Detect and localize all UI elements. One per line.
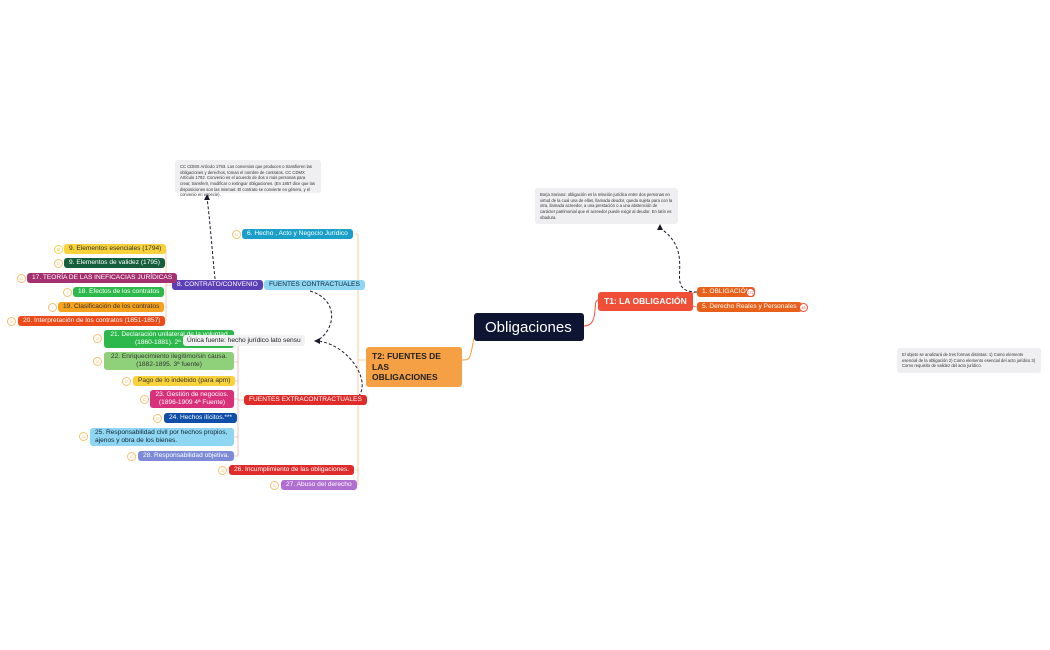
fuentes-extracontractuales-label: FUENTES EXTRACONTRACTUALES — [249, 396, 362, 403]
link-fe-trunk — [237, 337, 244, 456]
abuso-badge: 20 — [270, 481, 279, 490]
contrato-child-badge: 7 — [48, 303, 57, 312]
link-root-t2 — [461, 337, 475, 361]
t1-derechos-node[interactable]: 5. Derecho Reales y Personales — [697, 302, 802, 313]
contrato-child-badge: 15 — [54, 259, 63, 268]
link-contrato-note — [206, 197, 216, 280]
link-root-t1 — [583, 299, 599, 327]
root-label: Obligaciones — [485, 319, 572, 336]
fuentes-extracontractuales-node[interactable]: FUENTES EXTRACONTRACTUALES — [244, 395, 367, 406]
contrato-note-text: CC CDMX Artículo 1793. Los convenios que… — [180, 164, 316, 198]
extra-child-node[interactable]: 22. Enriquecimiento ilegítimo/sin causa.… — [104, 352, 234, 371]
extra-child-badge: 28 — [93, 357, 102, 366]
link-fe-unica — [317, 340, 363, 401]
contrato-child-node[interactable]: 9. Elementos de validez (1795) — [64, 258, 165, 269]
t2-node[interactable]: T2: FUENTES DE LAS OBLIGACIONES — [366, 347, 462, 387]
arrow-head — [314, 338, 320, 344]
link-t2-trunk — [357, 234, 366, 485]
contrato-child-node[interactable]: 20. Interpretación de los contratos (185… — [18, 316, 166, 327]
contrato-child-badge: 82 — [17, 274, 26, 283]
extra-child-badge: 26 — [79, 432, 88, 441]
unica-fuente-label: Única fuente: hecho jurídico lato sensu — [187, 337, 301, 344]
hecho-label: 6. Hecho , Acto y Negocio Jurídico — [247, 230, 348, 237]
incumplimiento-node[interactable]: 26. Incumplimiento de las obligaciones. — [229, 465, 355, 476]
floating-note[interactable]: El objeto se analizará de tres formas di… — [897, 348, 1041, 373]
extra-child-badge: 10 — [127, 452, 136, 461]
root-node[interactable]: Obligaciones — [474, 313, 584, 341]
contrato-child-node[interactable]: 18. Efectos de los contratos — [73, 287, 165, 298]
extra-child-node[interactable]: 24. Hechos ilícitos.*** — [164, 413, 238, 424]
extra-child-badge: 13 — [122, 377, 131, 386]
contrato-node[interactable]: 8. CONTRATO/CONVENIO — [172, 280, 263, 291]
t1-definition-note: Borja Soriano: obligación es la relación… — [535, 188, 678, 224]
arrow-head — [657, 224, 663, 230]
abuso-label: 27. Abuso del derecho — [286, 481, 352, 488]
extra-child-badge: 25 — [153, 414, 162, 423]
incumplimiento-label: 26. Incumplimiento de las obligaciones. — [234, 466, 350, 473]
link-contrato-trunk — [165, 249, 172, 321]
contrato-note: CC CDMX Artículo 1793. Los convenios que… — [175, 160, 321, 197]
t1-obligacion-badge: 172 — [746, 288, 755, 297]
abuso-node[interactable]: 27. Abuso del derecho — [281, 480, 357, 491]
t1-node[interactable]: T1: LA OBLIGACIÓN — [598, 292, 693, 311]
arrow-head — [204, 194, 210, 200]
contrato-label: 8. CONTRATO/CONVENIO — [177, 281, 258, 288]
contrato-child-badge: 29 — [7, 317, 16, 326]
link-obligacion-note — [659, 227, 698, 293]
extra-child-node[interactable]: Pago de lo indebido (para apm) — [133, 376, 236, 387]
fuentes-contractuales-node[interactable]: FUENTES CONTRACTUALES — [264, 280, 365, 291]
contrato-child-node[interactable]: 17. TEORÍA DE LAS INEFICACIAS JURÍDICAS — [27, 273, 178, 284]
extra-child-node[interactable]: 23. Gestión de negocios. (1896-1909 4ª F… — [150, 390, 234, 409]
t1-obligacion-label: 1. OBLIGACIÓN — [702, 288, 751, 295]
extra-child-badge: 18 — [93, 334, 102, 343]
contrato-child-badge: 32 — [54, 245, 63, 254]
extra-child-node[interactable]: 28. Responsabilidad objetiva. — [138, 451, 235, 462]
t1-derechos-label: 5. Derecho Reales y Personales — [702, 303, 797, 310]
contrato-child-node[interactable]: 19. Clasificación de los contratos — [58, 302, 165, 313]
link-fc-unica — [309, 290, 333, 341]
t1-obligacion-node[interactable]: 1. OBLIGACIÓN — [697, 287, 756, 298]
extra-child-node[interactable]: 25. Responsabilidad civil por hechos pro… — [90, 428, 234, 447]
hecho-node[interactable]: 6. Hecho , Acto y Negocio Jurídico — [242, 229, 353, 240]
t1-derechos-badge: 48 — [799, 303, 808, 312]
contrato-child-badge: 9 — [63, 288, 72, 297]
incumplimiento-badge: 36 — [218, 466, 227, 475]
t1-note-text: Borja Soriano: obligación es la relación… — [540, 192, 673, 220]
extra-child-badge: 32 — [140, 395, 149, 404]
floating-note-text: El objeto se analizará de tres formas di… — [902, 352, 1036, 369]
t1-label: T1: LA OBLIGACIÓN — [604, 296, 687, 306]
contrato-child-node[interactable]: 9. Elementos esenciales (1794) — [64, 244, 167, 255]
t2-label: T2: FUENTES DE LAS OBLIGACIONES — [372, 351, 441, 383]
unica-fuente-node[interactable]: Única fuente: hecho jurídico lato sensu — [183, 335, 305, 346]
hecho-badge: 22 — [232, 230, 241, 239]
fuentes-contractuales-label: FUENTES CONTRACTUALES — [269, 281, 360, 288]
